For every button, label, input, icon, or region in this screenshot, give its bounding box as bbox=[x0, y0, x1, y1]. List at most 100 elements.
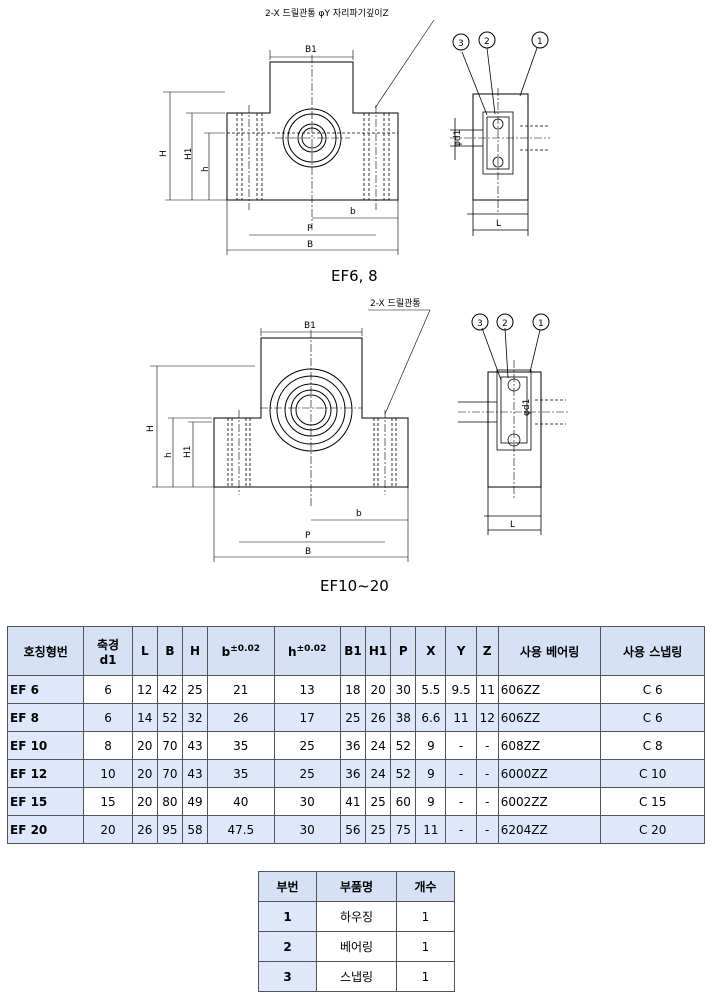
parts-cell-qty: 1 bbox=[396, 961, 455, 992]
cell-b: 70 bbox=[156, 759, 183, 788]
cell-b1: 56 bbox=[339, 815, 367, 844]
drawing1-label-d1: φd1 bbox=[453, 130, 463, 147]
cell-h: 13 bbox=[273, 675, 341, 704]
cell-snap: C 15 bbox=[600, 787, 705, 816]
cell-y: - bbox=[445, 731, 477, 760]
cell-d1: 20 bbox=[83, 815, 133, 844]
cell-h: 17 bbox=[273, 703, 341, 732]
cell-y: 9.5 bbox=[445, 675, 477, 704]
cell-b: 42 bbox=[156, 675, 183, 704]
cell-y: - bbox=[445, 815, 477, 844]
cell-h: 30 bbox=[273, 787, 341, 816]
cell-b: 35 bbox=[207, 759, 275, 788]
parts-cell-name: 하우징 bbox=[316, 901, 397, 932]
cell-b: 26 bbox=[207, 703, 275, 732]
parts-cell-name: 스냅링 bbox=[316, 961, 397, 992]
cell-p: 38 bbox=[390, 703, 417, 732]
header-h: H bbox=[181, 626, 209, 676]
cell-x: 6.6 bbox=[415, 703, 447, 732]
cell-b: 47.5 bbox=[207, 815, 275, 844]
drawing2-callout-2: 2 bbox=[502, 319, 508, 329]
cell-x: 9 bbox=[415, 731, 447, 760]
header-y: Y bbox=[445, 626, 477, 676]
cell-h: 58 bbox=[181, 815, 209, 844]
cell-l: 12 bbox=[131, 675, 158, 704]
parts-cell-qty: 1 bbox=[396, 901, 455, 932]
cell-p: 52 bbox=[390, 759, 417, 788]
cell-h: 49 bbox=[181, 787, 209, 816]
cell-d1: 6 bbox=[83, 675, 133, 704]
drawing2-callout-1: 1 bbox=[538, 319, 544, 329]
cell-h: 43 bbox=[181, 759, 209, 788]
cell-h: 25 bbox=[181, 675, 209, 704]
cell-z: - bbox=[475, 731, 499, 760]
drawing-ef10-20: 2-X 드릴관통 B1 H h H1 b P B φd1 L 3 2 1 bbox=[146, 298, 570, 562]
cell-h: 32 bbox=[181, 703, 209, 732]
cell-h1: 24 bbox=[365, 759, 392, 788]
cell-h1: 25 bbox=[365, 815, 392, 844]
cell-h1: 24 bbox=[365, 731, 392, 760]
cell-model: EF 20 bbox=[6, 815, 85, 844]
header-h-tol: ±0.02 bbox=[296, 643, 327, 654]
cell-bearing: 6204ZZ bbox=[497, 815, 602, 844]
cell-snap: C 6 bbox=[600, 703, 705, 732]
drawing1-callout-3: 3 bbox=[458, 39, 464, 49]
header-z: Z bbox=[475, 626, 499, 676]
drawing1-label-h: H bbox=[159, 150, 169, 157]
parts-cell-no: 1 bbox=[258, 901, 317, 932]
drawing1-label-b1: B1 bbox=[305, 45, 317, 55]
header-x: X bbox=[415, 626, 447, 676]
cell-model: EF 15 bbox=[6, 787, 85, 816]
drawing1-caption: EF6, 8 bbox=[331, 267, 378, 285]
drawing2-note: 2-X 드릴관통 bbox=[370, 298, 421, 309]
cell-h: 25 bbox=[273, 759, 341, 788]
header-b-small: b±0.02 bbox=[207, 626, 275, 676]
cell-x: 9 bbox=[415, 787, 447, 816]
header-h-small-label: h bbox=[288, 644, 297, 659]
cell-b: 95 bbox=[156, 815, 183, 844]
cell-l: 14 bbox=[131, 703, 158, 732]
drawing1-label-big-b: B bbox=[307, 240, 313, 250]
cell-d1: 15 bbox=[83, 787, 133, 816]
header-b: B bbox=[156, 626, 183, 676]
drawing2-label-h: H bbox=[146, 425, 156, 432]
parts-header-qty: 개수 bbox=[396, 871, 455, 902]
cell-bearing: 6000ZZ bbox=[497, 759, 602, 788]
header-b-tol: ±0.02 bbox=[230, 643, 260, 654]
cell-b: 35 bbox=[207, 731, 275, 760]
cell-d1: 8 bbox=[83, 731, 133, 760]
cell-b: 21 bbox=[207, 675, 275, 704]
parts-header-name: 부품명 bbox=[316, 871, 397, 902]
cell-h1: 25 bbox=[365, 787, 392, 816]
parts-cell-no: 2 bbox=[258, 931, 317, 962]
cell-b1: 36 bbox=[339, 731, 367, 760]
cell-snap: C 8 bbox=[600, 731, 705, 760]
cell-l: 20 bbox=[131, 759, 158, 788]
cell-x: 5.5 bbox=[415, 675, 447, 704]
cell-l: 20 bbox=[131, 787, 158, 816]
header-b-small-label: b bbox=[221, 644, 231, 659]
cell-x: 11 bbox=[415, 815, 447, 844]
header-snap: 사용 스냅링 bbox=[600, 626, 705, 676]
drawing2-label-l: L bbox=[510, 520, 515, 530]
cell-model: EF 6 bbox=[6, 675, 85, 704]
cell-b: 70 bbox=[156, 731, 183, 760]
cell-h1: 26 bbox=[365, 703, 392, 732]
cell-d1: 10 bbox=[83, 759, 133, 788]
cell-z: 12 bbox=[475, 703, 499, 732]
cell-h: 43 bbox=[181, 731, 209, 760]
drawing2-label-p: P bbox=[305, 531, 311, 541]
cell-snap: C 6 bbox=[600, 675, 705, 704]
cell-snap: C 20 bbox=[600, 815, 705, 844]
drawing1-label-p: P bbox=[307, 224, 313, 234]
drawing2-caption: EF10~20 bbox=[320, 577, 389, 595]
drawing-ef6-8: 2-X 드릴관통 φY 자리파기깊이Z B1 H H1 h b P B φd1 … bbox=[159, 7, 550, 255]
